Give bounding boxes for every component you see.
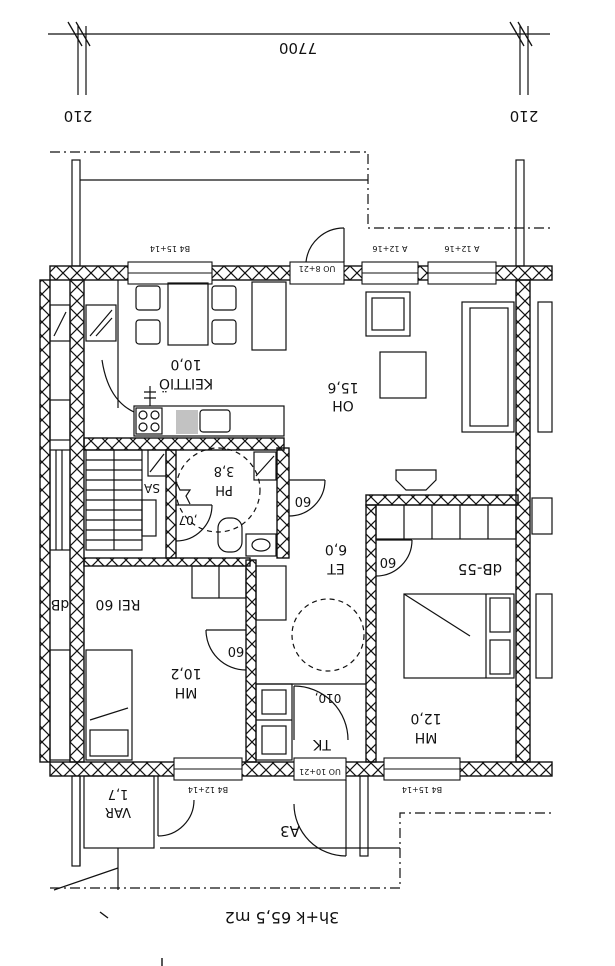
room-name-storage: VAR bbox=[105, 804, 131, 819]
living-furniture bbox=[365, 291, 515, 491]
window-label-bottom-right: B4 15+14 bbox=[402, 785, 442, 794]
window-label-bottom-door: UO 10+21 bbox=[299, 767, 341, 776]
window-label-bottom-left: B4 12+14 bbox=[188, 785, 228, 794]
room-name-bedroom-right: MH bbox=[415, 729, 438, 745]
top-dimension bbox=[48, 21, 550, 95]
window-label-top-door: UO 8+21 bbox=[299, 264, 336, 273]
clearance-60-b: 60 bbox=[380, 554, 397, 569]
hall-fixtures bbox=[191, 565, 366, 761]
interior-walls bbox=[83, 437, 519, 763]
stray-marks bbox=[99, 911, 163, 966]
door-swings bbox=[157, 227, 413, 857]
left-cabinets bbox=[49, 304, 117, 441]
sink-shading bbox=[176, 410, 198, 434]
apartment-summary: 3h+k 65,5 m2 bbox=[225, 908, 340, 927]
windows-bottom bbox=[173, 757, 461, 781]
exterior-walls bbox=[39, 265, 553, 777]
fire-rating-label: REI 60 bbox=[96, 596, 141, 612]
bathroom-drain-label: ,07 bbox=[178, 513, 197, 527]
room-area-living: 15,6 bbox=[327, 379, 358, 395]
neighbour-right bbox=[531, 301, 553, 679]
room-area-kitchen: 10,0 bbox=[170, 356, 201, 372]
room-name-bathroom: PH bbox=[215, 482, 233, 497]
room-area-bedroom-left: 10,2 bbox=[170, 665, 201, 681]
dimension-210-left: 210 bbox=[64, 107, 93, 125]
bathroom-fixtures bbox=[175, 447, 277, 557]
sound-rating-left: dB bbox=[51, 596, 70, 612]
dimension-210-right: 210 bbox=[510, 107, 539, 125]
room-name-bedroom-left: MH bbox=[175, 684, 198, 700]
lot-boundary bbox=[50, 151, 552, 889]
kitchen-furniture bbox=[101, 280, 287, 437]
wardrobe-door-label: 010, bbox=[315, 691, 342, 705]
room-name-balcony: A3 bbox=[280, 822, 300, 840]
sauna-label: SA bbox=[143, 481, 160, 495]
room-name-living: OH bbox=[332, 397, 354, 413]
clearance-60-a: 60 bbox=[295, 493, 312, 508]
room-name-wardrobe: TK bbox=[312, 736, 332, 752]
room-area-bathroom: 3,8 bbox=[214, 463, 235, 478]
window-label-top-mid: A 12+16 bbox=[372, 244, 407, 253]
room-area-storage: 1,7 bbox=[108, 786, 129, 801]
bedroom-left-furniture bbox=[49, 649, 133, 761]
room-name-kitchen: KEITTIÖ bbox=[159, 375, 213, 393]
room-area-bedroom-right: 12,0 bbox=[410, 710, 441, 726]
sound-rating-label: dB-55 bbox=[458, 560, 502, 578]
clearance-60-c: 60 bbox=[228, 643, 245, 658]
windows-top bbox=[127, 261, 497, 285]
dimension-7700: 7700 bbox=[279, 39, 317, 57]
window-label-top-left: B4 15+14 bbox=[150, 244, 190, 253]
room-area-hall: 6,0 bbox=[325, 541, 347, 557]
room-name-hall: ET bbox=[327, 560, 345, 576]
sauna-benches bbox=[49, 449, 167, 551]
lower-storage bbox=[53, 775, 400, 891]
bedroom-right-furniture bbox=[375, 504, 517, 679]
window-label-top-right: A 12+16 bbox=[444, 244, 479, 253]
